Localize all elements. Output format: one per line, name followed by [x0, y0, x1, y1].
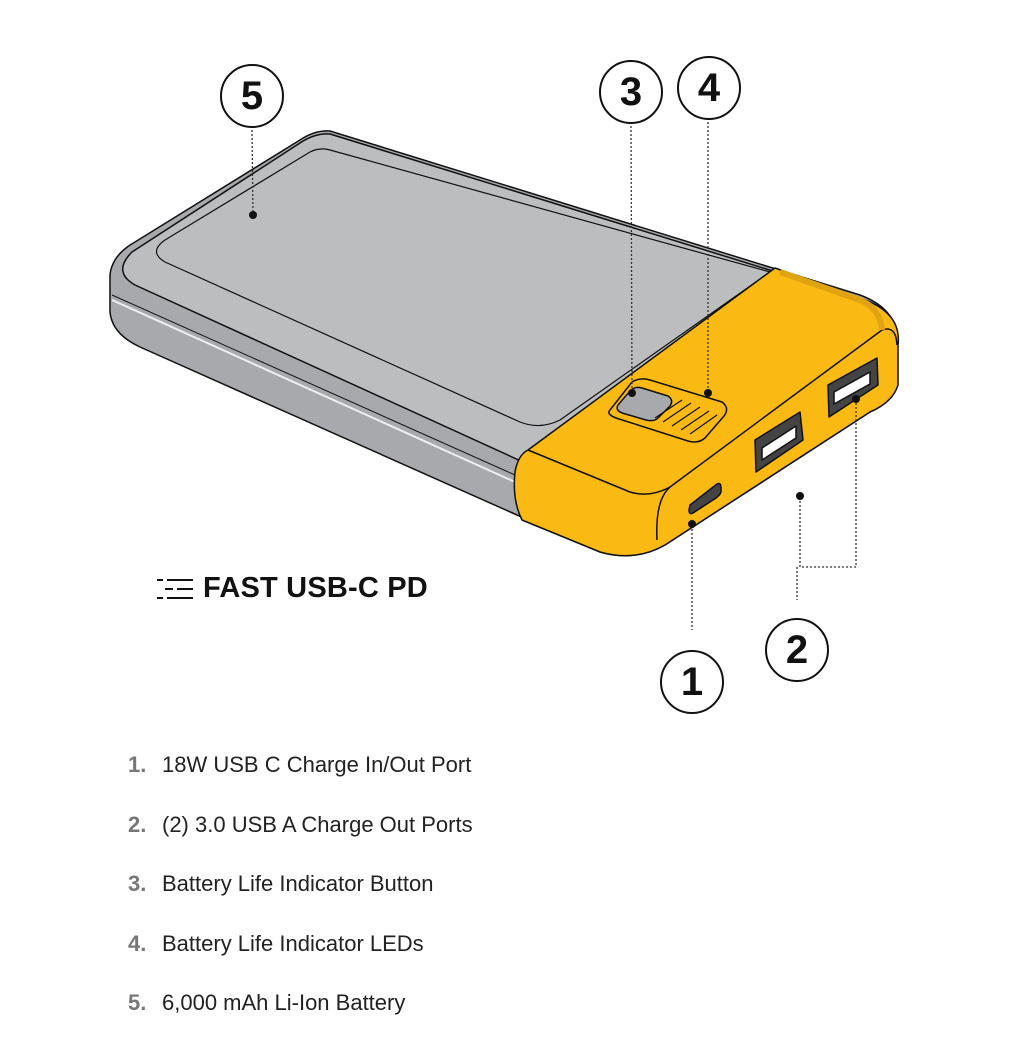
callout-5: 5 [220, 64, 284, 128]
usb-c-port [688, 482, 722, 515]
legend-text: Battery Life Indicator LEDs [162, 930, 424, 956]
legend-item: 5. 6,000 mAh Li-Ion Battery [128, 990, 473, 1050]
callout-4: 4 [677, 56, 741, 120]
callout-2: 2 [765, 618, 829, 682]
legend-number: 1. [128, 752, 147, 777]
feature-legend: 1. 18W USB C Charge In/Out Port 2. (2) 3.0… [128, 752, 473, 1050]
top-panel [155, 148, 771, 427]
legend-item: 2. (2) 3.0 USB A Charge Out Ports [128, 812, 473, 872]
speed-lines-icon [157, 578, 193, 599]
callout-1: 1 [660, 650, 724, 714]
badge-label: FAST USB-C PD [203, 572, 428, 604]
fast-usb-c-pd-badge: FAST USB-C PD [157, 572, 428, 605]
legend-text: (2) 3.0 USB A Charge Out Ports [162, 811, 473, 837]
legend-number: 4. [128, 930, 147, 956]
legend-item: 1. 18W USB C Charge In/Out Port [128, 752, 473, 812]
callout-3: 3 [599, 60, 663, 124]
legend-item: 4. Battery Life Indicator LEDs [128, 931, 473, 991]
legend-number: 5. [128, 990, 147, 1015]
legend-number: 2. [128, 811, 147, 837]
legend-text: Battery Life Indicator Button [162, 871, 434, 896]
leader-dots [249, 211, 860, 528]
leader-lines [251, 122, 857, 630]
legend-item: 3. Battery Life Indicator Button [128, 871, 473, 931]
legend-number: 3. [128, 871, 147, 896]
legend-text: 18W USB C Charge In/Out Port [162, 752, 472, 777]
legend-text: 6,000 mAh Li-Ion Battery [162, 990, 406, 1015]
led-slots [654, 399, 718, 435]
